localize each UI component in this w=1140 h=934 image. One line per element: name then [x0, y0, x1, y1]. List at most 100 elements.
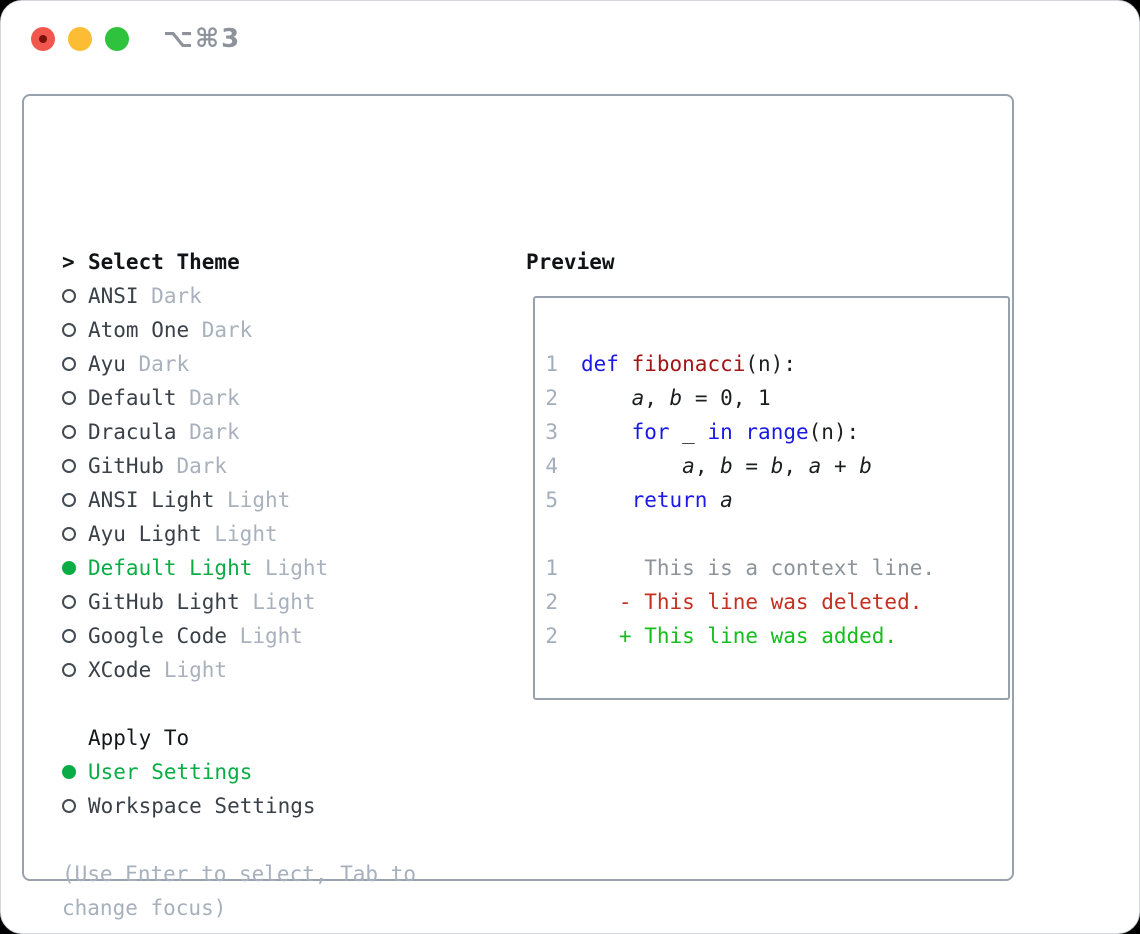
radio-unselected-icon: [62, 799, 76, 813]
radio-selected-icon: [62, 561, 76, 575]
code-line: 2 - This line was deleted.: [535, 585, 1008, 619]
option-label: Google Code: [88, 624, 228, 648]
radio-unselected-icon: [62, 289, 76, 303]
theme-option[interactable]: Ayu Dark: [62, 347, 416, 381]
apply-option[interactable]: Workspace Settings: [62, 789, 416, 823]
code-line: 5 return a: [535, 483, 1008, 517]
line-number: 3: [545, 420, 558, 444]
theme-option[interactable]: GitHub Dark: [62, 449, 416, 483]
code-text: [558, 517, 581, 551]
theme-option[interactable]: Default Light Light: [62, 551, 416, 585]
apply-options-list: User Settings Workspace Settings: [62, 755, 416, 823]
theme-option[interactable]: Ayu Light Light: [62, 517, 416, 551]
theme-option[interactable]: ANSI Dark: [62, 279, 416, 313]
option-tag: Light: [252, 590, 316, 614]
hint-line-2: change focus): [62, 896, 227, 920]
code-text: def fibonacci(n):: [581, 352, 796, 376]
option-tag: Dark: [138, 352, 190, 376]
radio-unselected-icon: [62, 425, 76, 439]
code-line: 1 This is a context line.: [535, 551, 1008, 585]
code-text: a, b = b, a + b: [682, 454, 872, 478]
apply-to-header: Apply To: [62, 721, 416, 755]
code-line: 2 a, b = 0, 1: [535, 381, 1008, 415]
dot-icon: [39, 35, 47, 43]
code-line: 4 a, b = b, a + b: [535, 449, 1008, 483]
code-text: This is a context line.: [581, 556, 936, 580]
line-number: 5: [545, 488, 558, 512]
radio-unselected-icon: [62, 323, 76, 337]
option-tag: Dark: [151, 284, 202, 308]
option-tag: Light: [264, 556, 329, 580]
apply-to-title: Apply To: [88, 726, 190, 750]
code-text: - This line was deleted.: [581, 590, 923, 614]
theme-option[interactable]: Default Dark: [62, 381, 416, 415]
option-label: ANSI: [88, 284, 139, 308]
code-text: return a: [631, 488, 733, 512]
code-line: 2 + This line was added.: [535, 619, 1008, 653]
close-button[interactable]: [31, 27, 55, 51]
code-text: a, b = 0, 1: [631, 386, 771, 410]
theme-option[interactable]: Google Code Light: [62, 619, 416, 653]
option-tag: Dark: [201, 318, 253, 342]
option-label: Workspace Settings: [88, 794, 316, 818]
window-title: ⌥⌘3: [163, 24, 242, 54]
option-label: Ayu: [88, 352, 126, 376]
line-number: [535, 517, 558, 551]
line-number: 2: [545, 590, 558, 614]
hint-line-1: (Use Enter to select, Tab to: [62, 862, 417, 886]
radio-selected-icon: [62, 765, 76, 779]
line-number: 1: [545, 352, 558, 376]
radio-unselected-icon: [62, 629, 76, 643]
code-text: + This line was added.: [581, 624, 898, 648]
zoom-button[interactable]: [105, 27, 129, 51]
radio-unselected-icon: [62, 357, 76, 371]
option-label: Dracula: [88, 420, 177, 444]
apply-option[interactable]: User Settings: [62, 755, 416, 789]
code-line: 3 for _ in range(n):: [535, 415, 1008, 449]
theme-option[interactable]: ANSI Light Light: [62, 483, 416, 517]
spacer: [62, 823, 416, 857]
select-theme-title: Select Theme: [88, 250, 240, 274]
radio-unselected-icon: [62, 391, 76, 405]
select-theme-header: > Select Theme: [62, 245, 416, 279]
line-number: 2: [545, 386, 558, 410]
line-number: 4: [545, 454, 558, 478]
code-line: [535, 517, 1008, 551]
option-label: Default: [88, 386, 177, 410]
radio-unselected-icon: [62, 595, 76, 609]
line-number: 1: [545, 556, 558, 580]
radio-unselected-icon: [62, 527, 76, 541]
code-text: for _ in range(n):: [631, 420, 860, 444]
radio-unselected-icon: [62, 493, 76, 507]
option-label: ANSI Light: [88, 488, 215, 512]
code-line: 1 def fibonacci(n):: [535, 347, 1008, 381]
option-tag: Light: [163, 658, 228, 682]
option-label: GitHub: [88, 454, 164, 478]
option-tag: Dark: [176, 454, 228, 478]
hint-text: (Use Enter to select, Tab to change focu…: [62, 857, 416, 925]
option-label: Ayu Light: [88, 522, 202, 546]
option-label: Default Light: [88, 556, 253, 580]
line-number: 2: [545, 624, 558, 648]
option-tag: Light: [227, 488, 291, 512]
option-tag: Light: [214, 522, 278, 546]
option-tag: Light: [239, 624, 303, 648]
theme-option[interactable]: Atom One Dark: [62, 313, 416, 347]
option-tag: Dark: [189, 386, 240, 410]
preview-title: Preview: [526, 250, 615, 274]
theme-option[interactable]: GitHub Light Light: [62, 585, 416, 619]
option-label: Atom One: [88, 318, 190, 342]
option-label: XCode: [88, 658, 152, 682]
radio-unselected-icon: [62, 663, 76, 677]
minimize-button[interactable]: [68, 27, 92, 51]
option-label: GitHub Light: [88, 590, 240, 614]
radio-unselected-icon: [62, 459, 76, 473]
theme-option[interactable]: XCode Light: [62, 653, 416, 687]
cursor-marker: >: [62, 250, 75, 274]
